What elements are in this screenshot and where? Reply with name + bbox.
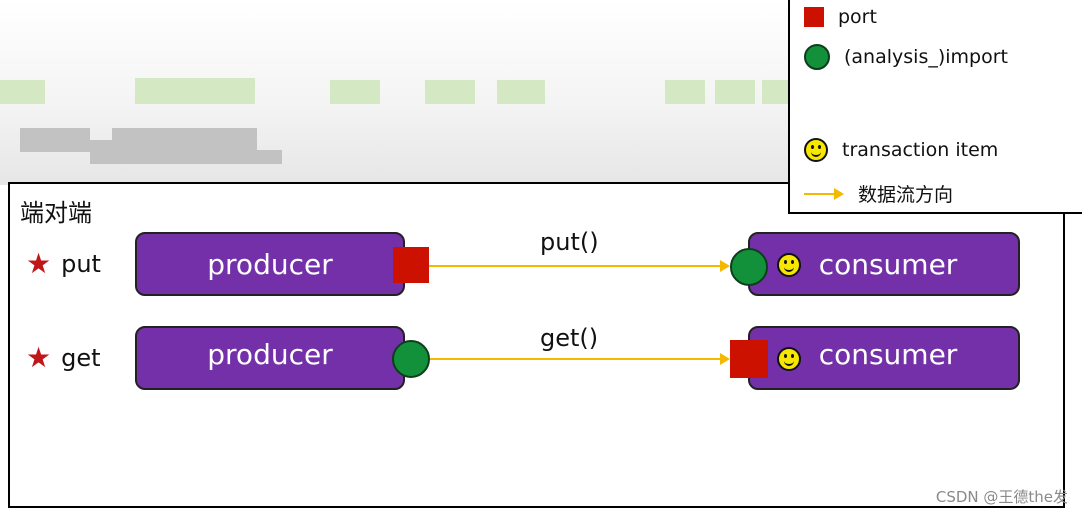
arrow-head-icon bbox=[720, 353, 730, 365]
row-label-text: get bbox=[61, 344, 101, 372]
blurred-region bbox=[330, 80, 380, 104]
legend-label: transaction item bbox=[842, 139, 999, 161]
smiley-icon bbox=[777, 347, 801, 371]
blurred-region bbox=[20, 128, 90, 152]
import-circle-icon bbox=[392, 340, 430, 378]
legend-label: 数据流方向 bbox=[858, 184, 954, 206]
row-label-put: ★ put bbox=[26, 247, 101, 280]
blurred-region bbox=[715, 80, 755, 104]
port-square-icon bbox=[393, 247, 429, 283]
yellow-arrow-icon bbox=[804, 187, 844, 200]
import-circle-icon bbox=[730, 248, 768, 286]
blurred-region bbox=[135, 78, 255, 104]
arrow-head-icon bbox=[720, 260, 730, 272]
blurred-region bbox=[665, 80, 705, 104]
producer-box: producer bbox=[135, 232, 405, 296]
blurred-region bbox=[425, 80, 475, 104]
port-square-icon bbox=[730, 340, 768, 378]
row-label-get: ★ get bbox=[26, 341, 101, 374]
legend-item-import: (analysis_)import bbox=[804, 44, 1008, 70]
legend-item-transaction: transaction item bbox=[804, 138, 998, 162]
legend: port (analysis_)import transaction item … bbox=[788, 0, 1082, 214]
diagram-title: 端对端 bbox=[20, 199, 92, 227]
legend-label: port bbox=[838, 6, 877, 28]
legend-item-flow: 数据流方向 bbox=[804, 180, 953, 207]
method-label: put() bbox=[540, 228, 599, 256]
green-circle-icon bbox=[804, 44, 830, 70]
consumer-label: consumer bbox=[818, 247, 958, 281]
row-label-text: put bbox=[61, 250, 101, 278]
method-label: get() bbox=[540, 324, 599, 352]
blurred-region bbox=[257, 150, 282, 164]
producer-label: producer bbox=[207, 337, 333, 371]
legend-item-port: port bbox=[804, 6, 877, 28]
legend-label: (analysis_)import bbox=[844, 46, 1008, 68]
blurred-region bbox=[90, 140, 112, 164]
consumer-box: consumer bbox=[748, 326, 1020, 390]
star-icon: ★ bbox=[26, 247, 52, 280]
watermark: CSDN @王德the发 bbox=[935, 488, 1068, 506]
consumer-label: consumer bbox=[818, 337, 958, 371]
star-icon: ★ bbox=[26, 341, 52, 374]
blurred-region bbox=[497, 80, 545, 104]
smiley-icon bbox=[777, 253, 801, 277]
blurred-region bbox=[112, 128, 257, 164]
consumer-box: consumer bbox=[748, 232, 1020, 296]
producer-label: producer bbox=[207, 247, 333, 281]
data-flow-arrow-line bbox=[430, 358, 723, 360]
producer-box: producer bbox=[135, 326, 405, 390]
smiley-icon bbox=[804, 138, 828, 162]
red-square-icon bbox=[804, 7, 824, 27]
blurred-region bbox=[762, 80, 788, 104]
blurred-region bbox=[0, 80, 45, 104]
data-flow-arrow-line bbox=[429, 265, 723, 267]
